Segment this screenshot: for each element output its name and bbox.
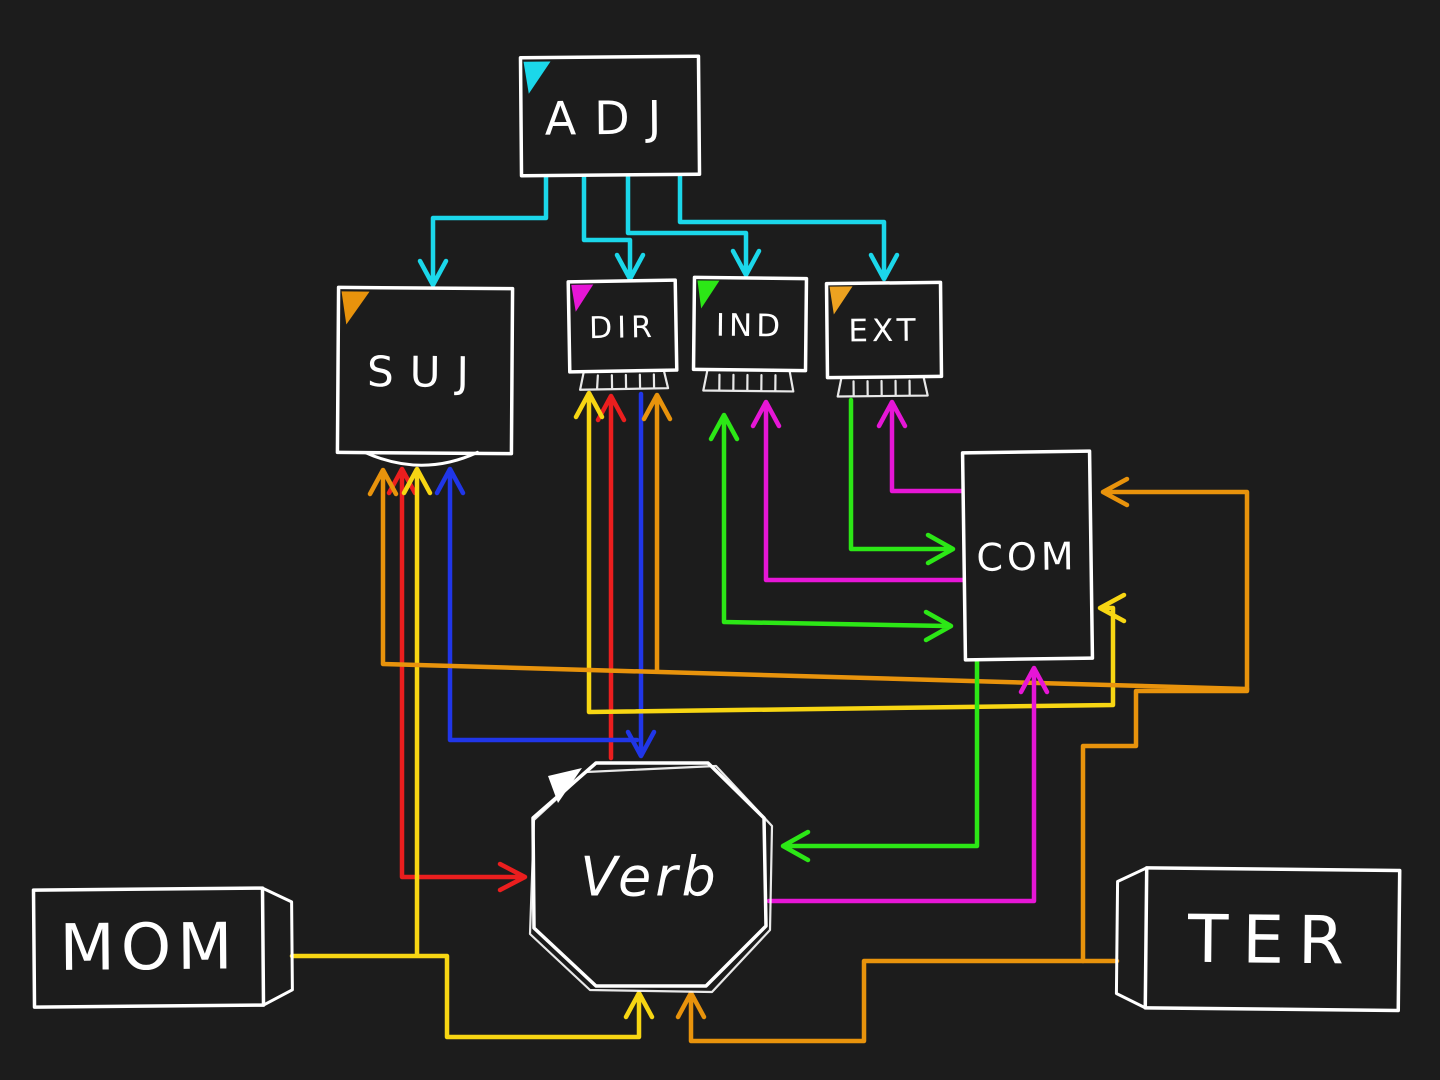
edge-ter-to-dir-orange[interactable] [641, 392, 673, 673]
edge-ter-to-suj-orange[interactable] [367, 467, 1250, 692]
dir-base-comb [579, 369, 670, 391]
edge-adj-to-ind[interactable] [625, 173, 762, 278]
ext-corner-mark [829, 286, 853, 315]
verb-corner-mark [548, 768, 582, 803]
dir-label: DIR [589, 310, 657, 346]
edge-ind-com-green[interactable] [708, 412, 954, 643]
node-ind[interactable]: IND [691, 275, 809, 393]
edge-verb-to-com-magenta[interactable] [766, 665, 1050, 904]
node-dir[interactable]: DIR [566, 278, 679, 391]
edge-suj-verb-red[interactable] [386, 466, 528, 893]
edge-mom-to-suj-yellow[interactable] [401, 466, 433, 958]
node-mom[interactable]: MOM [31, 886, 294, 1009]
edge-ext-to-com-green[interactable] [848, 397, 956, 566]
edge-com-to-verb-green[interactable] [780, 658, 980, 863]
edge-adj-to-ext[interactable] [677, 173, 900, 282]
edge-com-to-ext-magenta[interactable] [876, 399, 967, 494]
mom-side-flap [260, 886, 294, 1007]
dir-corner-mark [571, 284, 594, 312]
ind-base-comb [702, 368, 795, 393]
suj-corner-mark [341, 291, 370, 325]
verb-octagon-sketch [528, 764, 774, 994]
node-ext[interactable]: EXT [824, 280, 944, 398]
ter-label: TER [1187, 901, 1359, 980]
ind-corner-mark [697, 280, 720, 309]
mom-label: MOM [59, 910, 238, 986]
ext-label: EXT [848, 313, 920, 350]
node-suj[interactable]: SUJ [335, 285, 515, 467]
edge-adj-to-dir[interactable] [581, 173, 646, 282]
edge-verb-to-suj-blue[interactable] [434, 466, 640, 743]
verb-label: Verb [580, 846, 719, 909]
ter-side-flap [1114, 866, 1149, 1010]
node-ter[interactable]: TER [1114, 866, 1402, 1013]
edge-com-to-ind-magenta[interactable] [750, 399, 967, 583]
edge-ter-to-com-orange[interactable] [1080, 476, 1250, 964]
node-verb[interactable]: Verb [528, 761, 774, 994]
com-label: COM [976, 534, 1078, 579]
edge-ter-to-verb-orange[interactable] [675, 958, 1120, 1044]
adj-corner-mark [523, 61, 551, 94]
edge-dir-to-verb-blue[interactable] [625, 391, 657, 759]
node-com[interactable]: COM [960, 449, 1095, 662]
edge-dir-com-yellow[interactable] [573, 390, 1127, 715]
ind-label: IND [716, 308, 785, 345]
suj-label: SUJ [367, 347, 485, 397]
edge-verb-to-dir-red[interactable] [595, 393, 627, 761]
edge-adj-to-suj[interactable] [417, 173, 549, 288]
ter-box [1143, 866, 1402, 1013]
ext-base-comb [836, 375, 929, 398]
suj-bottom-curve [363, 450, 479, 467]
edges-layer [289, 173, 1250, 1044]
node-adj[interactable]: ADJ [518, 54, 702, 178]
edge-mom-to-verb-yellow[interactable] [289, 953, 655, 1040]
adj-label: ADJ [545, 90, 680, 145]
